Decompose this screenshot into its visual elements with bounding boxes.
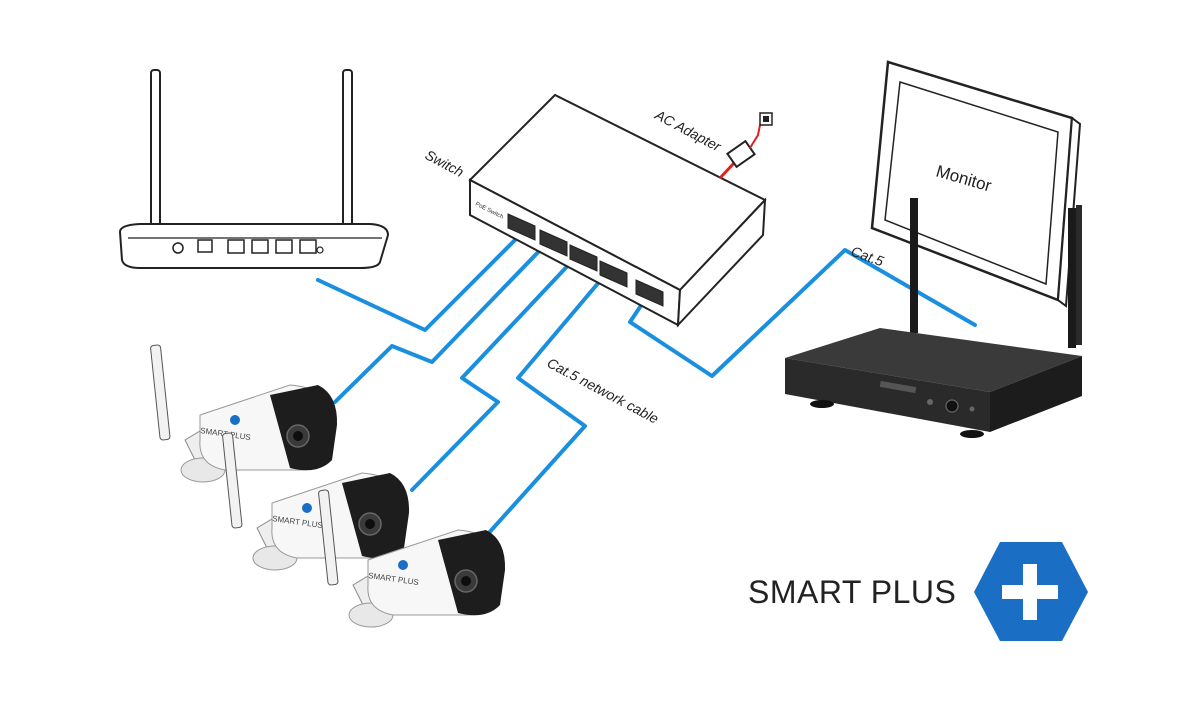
cable-router-switch [316, 233, 522, 332]
ac-adapter-label: AC Adapter [652, 106, 725, 155]
brand-name: SMART PLUS [748, 574, 957, 610]
monitor [870, 60, 1082, 308]
camera-2: SMART PLUS [222, 432, 410, 571]
switch-label: Switch [423, 147, 467, 181]
switch-ports [507, 213, 664, 307]
cable-camera-1 [333, 243, 547, 404]
camera-3: SMART PLUS [318, 489, 506, 628]
cable-camera-2 [410, 256, 577, 492]
ac-adapter [718, 112, 773, 180]
nvr-recorder [785, 198, 1082, 438]
cable-camera-3 [476, 273, 607, 547]
poe-switch: PoE Switch [468, 93, 767, 328]
router [118, 69, 390, 269]
camera-1: SMART PLUS [150, 344, 338, 483]
plus-hexagon-icon [974, 542, 1088, 641]
cable-nvr [628, 248, 977, 378]
network-cable-label: Cat.5 network cable [545, 355, 662, 427]
cat5-label: Cat.5 [849, 243, 886, 270]
cables [316, 233, 977, 547]
